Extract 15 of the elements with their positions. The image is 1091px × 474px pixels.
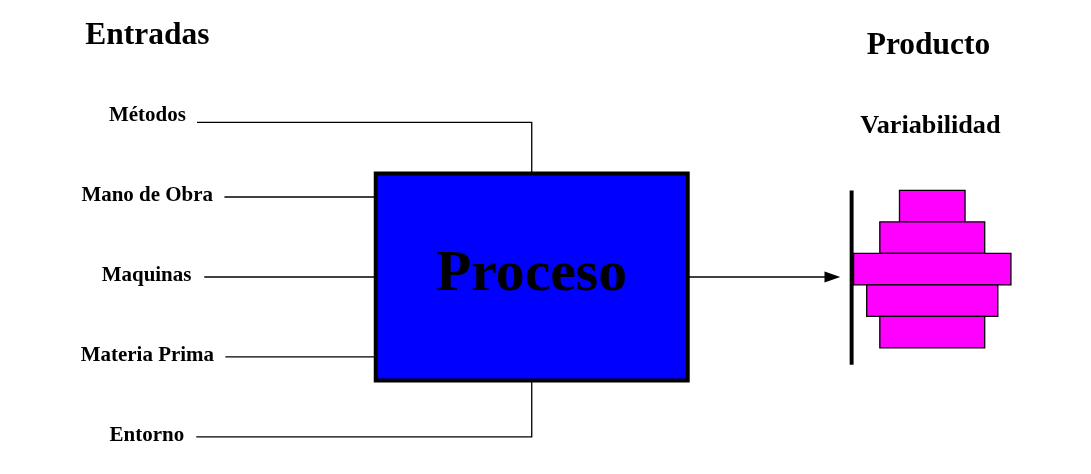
label: Producto (866, 26, 991, 62)
node-label: Variabilidad (860, 109, 1001, 139)
connector (224, 356, 377, 358)
connector (223, 196, 377, 198)
node-text: Materia Prima (80, 341, 215, 366)
node-text: Mano de Obra (81, 181, 214, 206)
connector (203, 276, 377, 278)
connector (195, 380, 533, 438)
node-text: Maquinas (101, 261, 192, 286)
label: Entradas (85, 15, 210, 51)
node-text: Métodos (108, 101, 186, 126)
arrow (687, 271, 841, 283)
node-text: Entorno (109, 421, 185, 446)
connector (196, 121, 533, 174)
node-box: Proceso (373, 171, 690, 383)
